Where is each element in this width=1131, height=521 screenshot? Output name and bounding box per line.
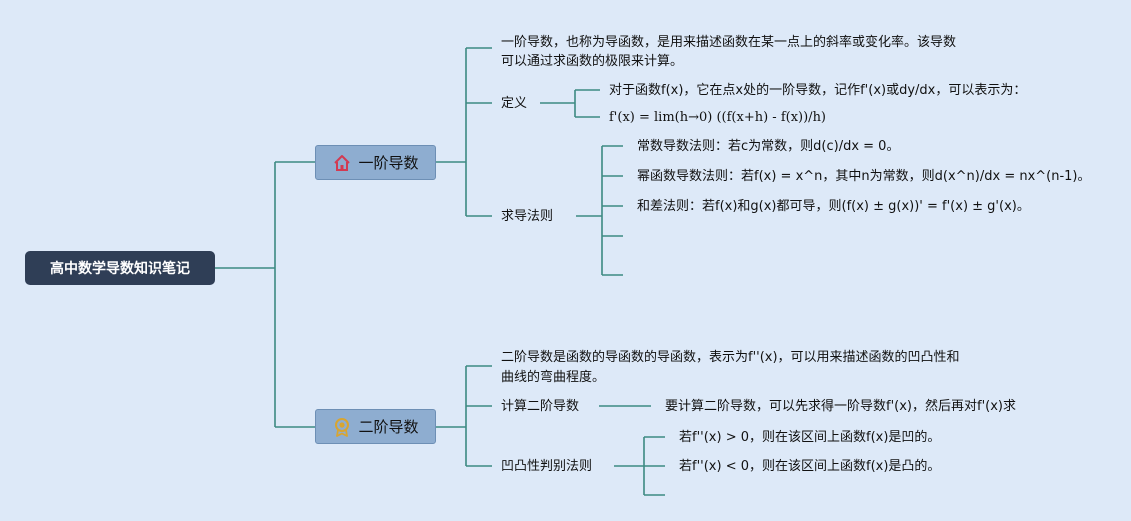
medal-icon	[335, 417, 350, 437]
house-icon	[334, 154, 351, 171]
root-title: 高中数学导数知识笔记	[50, 261, 190, 277]
second-derivative-desc-line1: 二阶导数是函数的导函数的导函数，表示为f''(x)，可以用来描述函数的凹凸性和	[501, 350, 960, 365]
definition-text: 对于函数f(x)，它在点x处的一阶导数，记作f'(x)或dy/dx，可以表示为：	[609, 83, 1027, 98]
branch-first-derivative[interactable]: 一阶导数	[315, 145, 436, 180]
branch-title: 二阶导数	[358, 418, 419, 436]
second-derivative-desc-line2: 曲线的弯曲程度。	[501, 370, 606, 385]
rule-power: 幂函数导数法则：若f(x) = x^n，其中n为常数，则d(x^n)/dx = …	[637, 169, 1091, 184]
convexity-rule-convex: 若f''(x) < 0，则在该区间上函数f(x)是凸的。	[679, 459, 941, 474]
first-derivative-desc-line1: 一阶导数，也称为导函数，是用来描述函数在某一点上的斜率或变化率。该导数	[501, 35, 957, 50]
convexity-label[interactable]: 凹凸性判别法则	[501, 459, 593, 474]
definition-formula: f'(x) = lim(h→0) ((f(x+h) - f(x))/h)	[609, 110, 827, 125]
branch-title: 一阶导数	[358, 154, 419, 172]
root-node[interactable]: 高中数学导数知识笔记	[25, 251, 215, 285]
rules-label[interactable]: 求导法则	[501, 209, 554, 224]
rule-constant: 常数导数法则：若c为常数，则d(c)/dx = 0。	[637, 139, 900, 154]
compute-label[interactable]: 计算二阶导数	[501, 399, 580, 414]
convexity-rule-concave: 若f''(x) > 0，则在该区间上函数f(x)是凹的。	[679, 430, 941, 445]
rule-sum-difference: 和差法则：若f(x)和g(x)都可导，则(f(x) ± g(x))' = f'(…	[637, 199, 1030, 214]
compute-text: 要计算二阶导数，可以先求得一阶导数f'(x)，然后再对f'(x)求	[665, 399, 1016, 414]
definition-label[interactable]: 定义	[501, 96, 528, 111]
first-derivative-desc-line2: 可以通过求函数的极限来计算。	[501, 54, 684, 69]
branch-second-derivative[interactable]: 二阶导数	[315, 409, 436, 444]
